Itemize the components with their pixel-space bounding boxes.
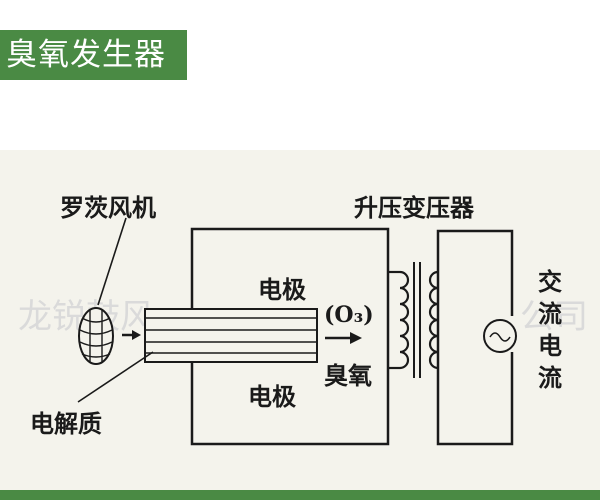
fan-leader-line — [97, 217, 127, 306]
ozone-name-label: 臭氧 — [324, 361, 372, 390]
ac-label-line3: 电 — [538, 331, 562, 360]
ozone-formula-label: (O₃) — [324, 302, 374, 328]
primary-coil — [399, 270, 410, 370]
ac-source-icon — [483, 316, 517, 353]
ac-label-line1: 交 — [538, 267, 562, 296]
page-title: 臭氧发生器 — [0, 30, 187, 80]
ozone-arrow — [325, 332, 362, 344]
bottom-bar — [0, 490, 600, 500]
ac-label-line4: 流 — [538, 363, 562, 392]
electrolyte-label: 电解质 — [30, 409, 102, 438]
electrode-bottom-label: 电极 — [248, 382, 296, 411]
electrolyte-leader-line — [77, 351, 154, 403]
electrode-tube — [144, 308, 318, 363]
airflow-arrow — [122, 330, 141, 340]
ac-label-line2: 流 — [538, 299, 562, 328]
secondary-coil — [428, 270, 439, 370]
watermark-right: 公司 — [520, 297, 588, 337]
transformer-label: 升压变压器 — [354, 193, 475, 222]
fan-label: 罗茨风机 — [60, 193, 156, 222]
roots-blower — [78, 307, 114, 365]
electrode-top-label: 电极 — [258, 275, 306, 304]
